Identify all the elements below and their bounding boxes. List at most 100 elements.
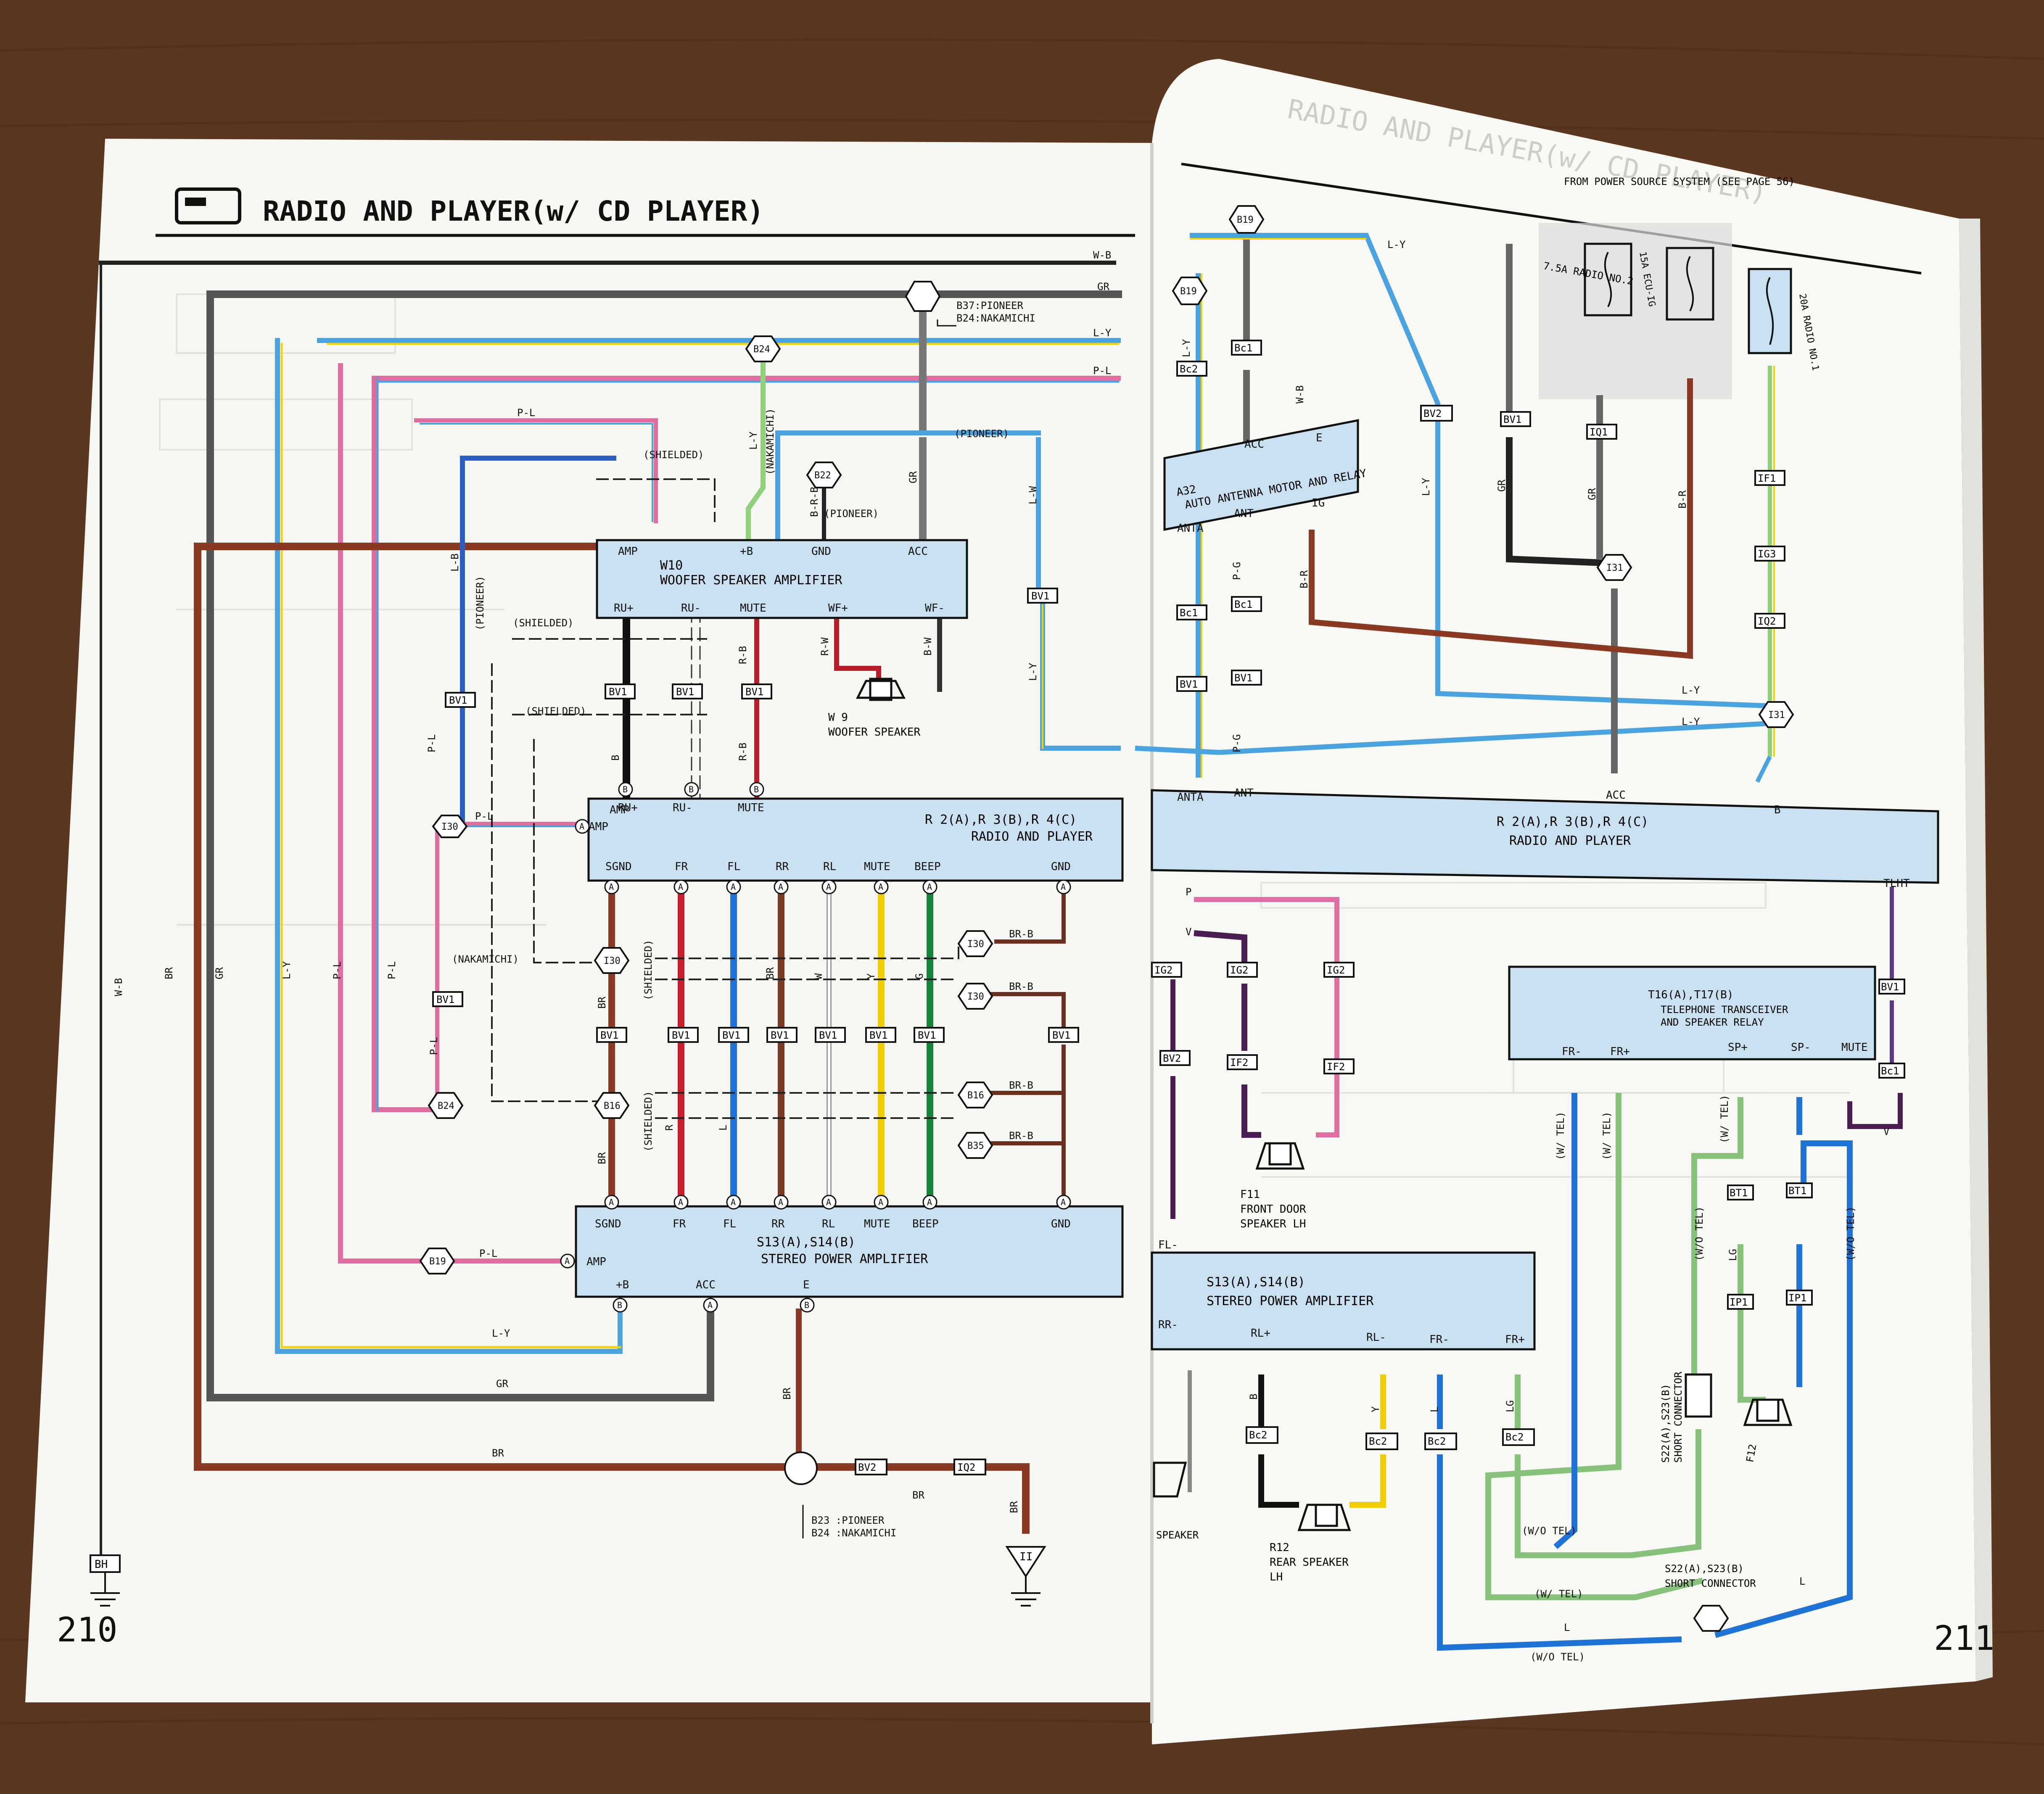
- svg-text:LG: LG: [1504, 1400, 1516, 1412]
- svg-text:FL-: FL-: [1158, 1239, 1178, 1251]
- svg-text:L-Y: L-Y: [492, 1327, 510, 1339]
- svg-text:IF2: IF2: [1230, 1057, 1248, 1068]
- svg-text:R-B: R-B: [737, 646, 749, 664]
- svg-text:BV1: BV1: [722, 1029, 740, 1041]
- svg-text:B22: B22: [814, 470, 831, 481]
- svg-text:W 9: W 9: [828, 711, 848, 724]
- page-header: RADIO AND PLAYER(w/ CD PLAYER): [156, 187, 1135, 237]
- right-connectors: Bc2 Bc1 BV2 BV1 IQ1 Bc1 Bc1 BV1 BV1 IF1 …: [1151, 340, 1905, 1450]
- svg-text:(NAKAMICHI): (NAKAMICHI): [764, 408, 776, 475]
- speaker-edge: SPEAKER: [1153, 1462, 1199, 1541]
- svg-text:P-L: P-L: [428, 1037, 440, 1055]
- svg-text:BV1: BV1: [672, 1029, 690, 1041]
- svg-text:V: V: [1883, 1126, 1889, 1137]
- svg-text:IG: IG: [1312, 497, 1325, 509]
- svg-text:B: B: [804, 1300, 809, 1310]
- svg-text:P-L: P-L: [331, 961, 343, 979]
- svg-text:RU-: RU-: [681, 602, 701, 615]
- svg-text:ACC: ACC: [908, 545, 928, 558]
- svg-text:L-Y: L-Y: [1682, 716, 1700, 728]
- svg-text:IG2: IG2: [1154, 964, 1173, 976]
- svg-text:RR: RR: [771, 1218, 785, 1230]
- svg-text:P-G: P-G: [1231, 734, 1243, 752]
- svg-text:B37:PIONEER: B37:PIONEER: [956, 300, 1023, 311]
- woofer-amp-box: W10 WOOFER SPEAKER AMPLIFIER: [596, 539, 968, 619]
- svg-text:B16: B16: [967, 1090, 984, 1101]
- svg-text:I31: I31: [1606, 563, 1623, 573]
- svg-text:BR: BR: [781, 1388, 793, 1400]
- svg-text:FR: FR: [673, 1218, 686, 1230]
- svg-text:ACC: ACC: [1606, 789, 1626, 802]
- svg-text:AMP: AMP: [618, 545, 638, 558]
- svg-text:IQ2: IQ2: [957, 1462, 975, 1473]
- svg-text:BR-B: BR-B: [1009, 1079, 1033, 1091]
- rear-speaker-lh: R12 REAR SPEAKER LH: [1270, 1504, 1351, 1583]
- svg-text:GND: GND: [1051, 1218, 1071, 1230]
- svg-text:A: A: [579, 821, 584, 831]
- svg-text:B: B: [754, 784, 759, 794]
- svg-text:(W/ TEL): (W/ TEL): [1719, 1095, 1730, 1143]
- svg-text:E: E: [803, 1279, 810, 1291]
- svg-text:GR: GR: [1097, 281, 1109, 293]
- svg-text:S22(A),S23(B): S22(A),S23(B): [1665, 1563, 1744, 1575]
- svg-text:FL: FL: [723, 1218, 736, 1230]
- svg-text:BR-B: BR-B: [1009, 1130, 1033, 1142]
- svg-text:BV1: BV1: [869, 1029, 887, 1041]
- svg-text:L-Y: L-Y: [1027, 662, 1039, 681]
- svg-text:L: L: [1429, 1406, 1440, 1412]
- left-wires: [99, 261, 1122, 1557]
- svg-text:GR: GR: [1586, 488, 1598, 500]
- svg-text:Bc2: Bc2: [1505, 1431, 1524, 1443]
- page-number-right: 211: [1934, 1619, 1995, 1658]
- svg-text:ACC: ACC: [1244, 438, 1264, 451]
- svg-text:REAR SPEAKER: REAR SPEAKER: [1270, 1556, 1349, 1569]
- svg-text:A: A: [678, 882, 683, 892]
- svg-text:+B: +B: [740, 545, 753, 558]
- svg-text:(W/O TEL): (W/O TEL): [1530, 1651, 1585, 1663]
- svg-text:B: B: [623, 784, 628, 794]
- svg-text:W: W: [813, 973, 824, 979]
- svg-text:L-Y: L-Y: [1180, 339, 1192, 357]
- svg-text:(SHIELDED): (SHIELDED): [526, 705, 586, 717]
- svg-text:E: E: [1316, 432, 1323, 444]
- svg-text:BR: BR: [1008, 1501, 1020, 1513]
- svg-text:A: A: [678, 1197, 683, 1207]
- svg-text:BV1: BV1: [449, 694, 467, 706]
- svg-text:A: A: [927, 882, 932, 892]
- svg-text:BV1: BV1: [1234, 672, 1252, 684]
- svg-text:B24: B24: [438, 1101, 454, 1111]
- svg-text:BV1: BV1: [1031, 590, 1049, 602]
- svg-text:B19: B19: [1180, 286, 1197, 297]
- svg-text:MUTE: MUTE: [864, 1218, 890, 1230]
- svg-text:R 2(A),R 3(B),R 4(C): R 2(A),R 3(B),R 4(C): [925, 813, 1077, 827]
- svg-text:GR: GR: [1496, 480, 1508, 492]
- svg-text:Bc2: Bc2: [1249, 1429, 1267, 1441]
- svg-text:LG: LG: [1727, 1249, 1739, 1261]
- svg-text:SP+: SP+: [1728, 1041, 1748, 1054]
- left-pin-circles: B B B A A A A A A A A A A A A A A A A A …: [560, 782, 1071, 1313]
- svg-text:BV2: BV2: [858, 1462, 876, 1473]
- svg-text:GR: GR: [496, 1378, 508, 1390]
- svg-text:I30: I30: [967, 939, 984, 950]
- svg-text:B: B: [1774, 804, 1781, 816]
- svg-text:AMP: AMP: [610, 804, 629, 816]
- svg-text:GR: GR: [907, 471, 919, 483]
- svg-text:BV2: BV2: [1423, 408, 1442, 419]
- svg-text:L: L: [717, 1125, 729, 1131]
- svg-text:BEEP: BEEP: [912, 1218, 939, 1230]
- svg-text:SHORT CONNECTOR: SHORT CONNECTOR: [1672, 1372, 1684, 1463]
- svg-text:R 2(A),R 3(B),R 4(C): R 2(A),R 3(B),R 4(C): [1497, 815, 1648, 829]
- svg-text:R12: R12: [1270, 1541, 1289, 1554]
- svg-text:B: B: [689, 784, 694, 794]
- left-vertical-codes: W-B BR GR L-Y P-L P-L P-L P-L L-B (PIONE…: [113, 408, 1039, 1513]
- svg-text:BT1: BT1: [1788, 1185, 1806, 1197]
- svg-text:RL: RL: [822, 1218, 835, 1230]
- svg-text:BV1: BV1: [771, 1029, 789, 1041]
- svg-text:L: L: [1799, 1575, 1805, 1587]
- svg-text:IG3: IG3: [1758, 548, 1776, 560]
- svg-text:P-L: P-L: [1093, 365, 1111, 377]
- svg-text:(SHIELDED): (SHIELDED): [642, 940, 654, 1001]
- svg-text:A: A: [1061, 882, 1066, 892]
- svg-text:Bc2: Bc2: [1180, 363, 1198, 375]
